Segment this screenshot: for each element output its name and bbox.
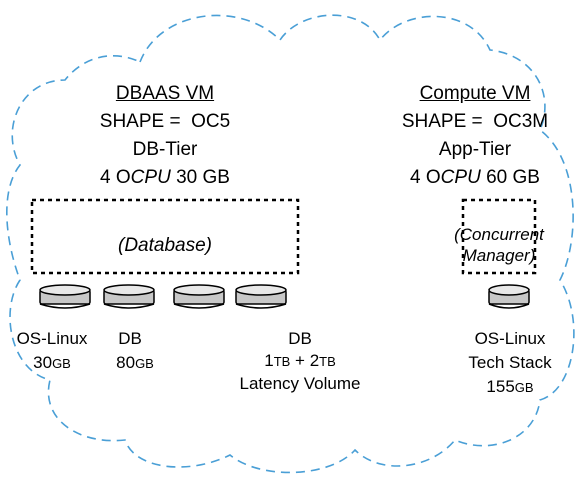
tech-stack-disk-name: OS-Linux: [474, 329, 546, 348]
db-latency-size-b: 2: [309, 351, 320, 370]
concurrent-manager-label-1: (Concurrent: [454, 225, 544, 244]
tech-stack-disk-name-2: Tech Stack: [468, 353, 552, 372]
db-latency-plus: +: [290, 351, 310, 370]
compute-shape: SHAPE = OC3M: [380, 112, 570, 131]
db-size-unit: GB: [135, 356, 154, 371]
cloud-outline: [6, 14, 575, 474]
tech-stack-size-value: 155: [486, 377, 515, 396]
database-box: [30, 198, 300, 275]
dbaas-shape: SHAPE = OC5: [70, 112, 260, 131]
db-latency-unit-a: TB: [273, 354, 291, 369]
compute-tier: App-Tier: [438, 139, 512, 160]
disk-icon-tech-stack: [488, 284, 530, 309]
dbaas-tier: DB-Tier: [132, 139, 198, 160]
dbaas-cpu-prefix: 4 O: [100, 167, 131, 188]
db-latency-unit-b: TB: [319, 354, 336, 369]
compute-cpu-word: CPU: [440, 167, 481, 188]
compute-shape-label: SHAPE =: [401, 111, 483, 132]
compute-cpu-prefix: 4 O: [410, 167, 441, 188]
database-label: (Database): [118, 235, 212, 256]
concurrent-manager-label-2: Manager): [462, 246, 536, 265]
disk-icon-db-latency-2: [235, 284, 287, 309]
disk-icon-os-linux: [39, 284, 91, 309]
db-latency-disk-name: DB: [288, 329, 312, 348]
compute-cpu-memory: 4 OCPU 60 GB: [380, 168, 570, 187]
compute-memory: 60 GB: [486, 167, 540, 188]
disk-icon-db-latency-1: [173, 284, 225, 309]
dbaas-title: DBAAS VM: [115, 83, 215, 104]
db-latency-disk-size: 1TB + 2TB: [230, 352, 370, 369]
compute-shape-value: OC3M: [493, 111, 549, 132]
dbaas-memory: 30 GB: [176, 167, 230, 188]
tech-stack-size-unit: GB: [514, 380, 534, 395]
compute-title: Compute VM: [419, 83, 531, 104]
dbaas-cpu-memory: 4 OCPU 30 GB: [70, 168, 260, 187]
concurrent-manager-box: [461, 198, 537, 275]
db-disk-size: 80GB: [100, 354, 170, 371]
dbaas-shape-label: SHAPE =: [99, 111, 181, 132]
db-size-value: 80: [116, 353, 136, 372]
os-linux-size-value: 30: [33, 353, 53, 372]
db-latency-size-a: 1: [264, 351, 274, 370]
os-linux-disk-size: 30GB: [2, 354, 102, 371]
dbaas-shape-value: OC5: [191, 111, 231, 132]
disk-icon-db: [103, 284, 155, 309]
dbaas-cpu-word: CPU: [130, 167, 171, 188]
os-linux-disk-name: OS-Linux: [16, 329, 88, 348]
tech-stack-disk-size: 155GB: [470, 378, 550, 395]
db-latency-volume-label: Latency Volume: [239, 374, 361, 393]
os-linux-size-unit: GB: [52, 356, 71, 371]
db-disk-name: DB: [118, 329, 142, 348]
